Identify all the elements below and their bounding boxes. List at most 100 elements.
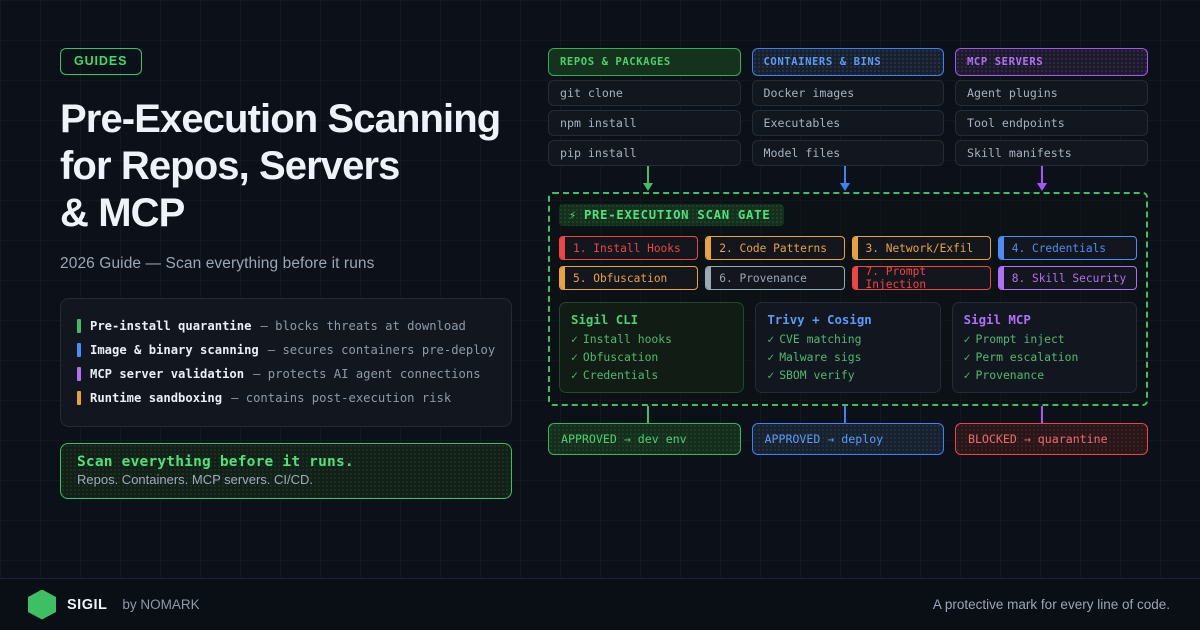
scan-chip: 6. Provenance bbox=[705, 266, 845, 290]
hero-panel: GUIDES Pre-Execution Scanning for Repos,… bbox=[60, 48, 520, 499]
source-item: Skill manifests bbox=[955, 140, 1148, 166]
chip-label: 6. Provenance bbox=[719, 271, 807, 285]
tool-card-row: ✓Prompt inject bbox=[964, 332, 1125, 346]
feature-color-bar bbox=[77, 366, 81, 381]
tool-card-row: ✓ Perm escalation bbox=[964, 350, 1125, 364]
source-item: git clone bbox=[548, 80, 741, 106]
outcome-boxes: APPROVED → dev env APPROVED → deploy BLO… bbox=[548, 406, 1148, 455]
title-line-2: for Repos, Servers bbox=[60, 143, 400, 188]
source-item: Agent plugins bbox=[955, 80, 1148, 106]
arrow-down-icon bbox=[840, 166, 850, 191]
scan-gate: ⚡ PRE-EXECUTION SCAN GATE 1. Install Hoo… bbox=[548, 192, 1148, 406]
feature-item: Pre-install quarantine — blocks threats … bbox=[77, 316, 495, 336]
source-column-containers: CONTAINERS & BINS Docker images Executab… bbox=[751, 48, 944, 166]
tool-card-row-label: Prompt inject bbox=[975, 332, 1065, 346]
chip-label: 1. Install Hooks bbox=[573, 241, 681, 255]
chip-label: 3. Network/Exfil bbox=[865, 241, 974, 255]
scan-chip: 8. Skill Security bbox=[997, 266, 1137, 290]
tool-card-row: ✓Provenance bbox=[964, 368, 1125, 382]
chip-label: 5. Obfuscation bbox=[573, 271, 668, 285]
brand-name: SIGIL bbox=[67, 596, 108, 613]
column-header-mcp: MCP SERVERS bbox=[955, 48, 1148, 76]
chip-color-bar bbox=[560, 267, 565, 289]
arrow-down-icon bbox=[1037, 166, 1047, 191]
check-icon: ✓ bbox=[767, 368, 775, 382]
scan-gate-label-text: PRE-EXECUTION SCAN GATE bbox=[583, 208, 771, 222]
chip-color-bar bbox=[706, 267, 712, 289]
tool-card-row-label: Obfuscation bbox=[582, 350, 659, 364]
page-subtitle: 2026 Guide — Scan everything before it r… bbox=[60, 254, 375, 272]
outcome-approved-deploy: APPROVED → deploy bbox=[751, 423, 944, 455]
brand-byline: by NOMARK bbox=[122, 597, 200, 612]
feature-name: Image & binary scanning bbox=[90, 342, 259, 357]
tool-card-row-label: SBOM verify bbox=[779, 368, 855, 382]
tool-card-sigil-cli: Sigil CLI ✓ Install hooks ✓ Obfuscation ✓C… bbox=[559, 302, 745, 393]
connector-line bbox=[647, 406, 649, 423]
check-icon: ✓ bbox=[963, 350, 971, 364]
scan-chip: 4. Credentials bbox=[997, 236, 1137, 260]
scan-check-chips: 1. Install Hooks 2. Code Patterns 3. Net… bbox=[559, 236, 1137, 290]
chip-label: 7. Prompt Injection bbox=[865, 266, 927, 290]
chip-color-bar bbox=[852, 237, 858, 259]
scan-chip: 2. Code Patterns bbox=[705, 236, 845, 260]
callout-subtitle: Repos. Containers. MCP servers. CI/CD. bbox=[77, 471, 313, 487]
title-line-3: & MCP bbox=[60, 190, 185, 235]
feature-desc: — blocks threats at download bbox=[260, 318, 466, 333]
callout-box: Scan everything before it runs. Repos. C… bbox=[60, 442, 512, 499]
tool-card-row-label: Perm escalation bbox=[975, 350, 1079, 364]
chip-label: 4. Credentials bbox=[1011, 241, 1107, 255]
lightning-bolt-icon: ⚡ bbox=[569, 208, 577, 222]
column-header-containers: CONTAINERS & BINS bbox=[751, 48, 944, 76]
tool-card-row: ✓ Obfuscation bbox=[571, 350, 732, 364]
arrow-down-icon bbox=[643, 166, 653, 191]
tool-card-row-label: Install hooks bbox=[582, 332, 673, 346]
tool-card-title: Trivy + Cosign bbox=[767, 312, 872, 327]
source-item: Tool endpoints bbox=[955, 110, 1148, 136]
tool-card-title: Sigil CLI bbox=[571, 312, 639, 327]
source-column-repos: REPOS & PACKAGES git clone npm install p… bbox=[548, 48, 741, 166]
feature-name: Runtime sandboxing bbox=[90, 390, 223, 405]
feature-list: Pre-install quarantine — blocks threats … bbox=[60, 297, 512, 427]
outcome-blocked-quarantine: BLOCKED → quarantine bbox=[955, 423, 1148, 455]
tool-card-title: Sigil MCP bbox=[963, 312, 1031, 327]
scan-chip: 1. Install Hooks bbox=[559, 236, 699, 260]
source-item: Model files bbox=[751, 140, 944, 166]
feature-color-bar bbox=[77, 318, 81, 333]
outcome-label: APPROVED → deploy bbox=[764, 432, 884, 446]
page-title: Pre-Execution Scanning for Repos, Server… bbox=[60, 96, 520, 237]
feature-item: Runtime sandboxing — contains post-execu… bbox=[77, 388, 495, 408]
chip-color-bar bbox=[998, 267, 1004, 289]
column-header-label: CONTAINERS & BINS bbox=[763, 56, 882, 68]
feature-name: MCP server validation bbox=[90, 366, 245, 381]
column-header-repos: REPOS & PACKAGES bbox=[548, 48, 741, 76]
scan-flow-diagram: REPOS & PACKAGES git clone npm install p… bbox=[548, 48, 1148, 455]
tool-card-row-label: CVE matching bbox=[779, 332, 862, 346]
source-item: Docker images bbox=[751, 80, 944, 106]
tool-card-row: ✓ CVE matching bbox=[767, 332, 928, 346]
chip-label: 8. Skill Security bbox=[1011, 271, 1127, 285]
check-icon: ✓ bbox=[767, 332, 775, 346]
outcomes-section: APPROVED → dev env APPROVED → deploy BLO… bbox=[548, 406, 1148, 455]
chip-color-bar bbox=[706, 237, 712, 259]
footer-tagline: A protective mark for every line of code… bbox=[932, 597, 1170, 612]
scan-gate-label: ⚡ PRE-EXECUTION SCAN GATE bbox=[559, 204, 785, 226]
brand-lockup: SIGIL by NOMARK bbox=[28, 589, 200, 620]
tool-card-row: ✓Credentials bbox=[571, 368, 732, 382]
tool-card-row: ✓ Install hooks bbox=[571, 332, 732, 346]
column-header-label: REPOS & PACKAGES bbox=[560, 56, 671, 68]
check-icon: ✓ bbox=[571, 332, 578, 346]
chip-label: 2. Code Patterns bbox=[719, 241, 828, 255]
tool-cards: Sigil CLI ✓Install hooks ✓Obfuscation ✓C… bbox=[559, 302, 1137, 393]
callout-title: Scan everything before it runs. bbox=[77, 453, 354, 470]
feature-item: Image & binary scanning — secures contai… bbox=[77, 340, 495, 360]
check-icon: ✓ bbox=[767, 350, 775, 364]
check-icon: ✓ bbox=[571, 350, 578, 364]
tool-card-row-label: Credentials bbox=[582, 368, 659, 382]
title-line-1: Pre-Execution Scanning bbox=[60, 96, 501, 141]
guides-badge: GUIDES bbox=[60, 48, 143, 75]
feature-desc: — protects AI agent connections bbox=[253, 366, 481, 381]
feature-desc: — contains post-execution risk bbox=[231, 390, 452, 405]
connector-line bbox=[1041, 406, 1043, 423]
scan-chip: 7. Prompt Injection bbox=[851, 266, 991, 290]
check-icon: ✓ bbox=[963, 368, 971, 382]
